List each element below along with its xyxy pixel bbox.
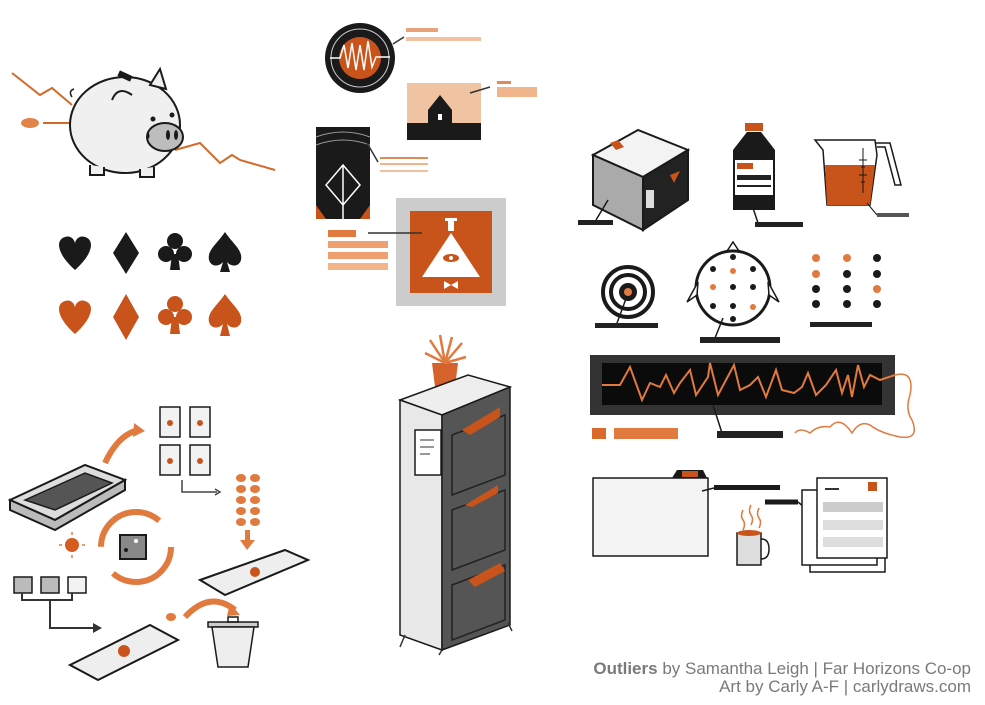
black-suits	[59, 232, 242, 274]
club-icon	[158, 233, 192, 270]
symbols-illustration	[300, 15, 550, 306]
folder-illustration	[590, 465, 780, 560]
sun-icon	[59, 532, 85, 558]
moon-icon	[186, 537, 196, 554]
diamond-icon	[113, 232, 139, 274]
four-cards-icon	[159, 406, 211, 476]
eye-pyramid-icon	[396, 198, 506, 306]
coffee-mug-illustration	[735, 504, 775, 570]
game-loop-illustration	[0, 395, 320, 685]
heart-icon	[59, 236, 91, 270]
spade-icon	[208, 232, 242, 272]
author-publisher: by Samantha Leigh | Far Horizons Co-op	[657, 659, 971, 678]
card-shoe-icon	[7, 463, 128, 532]
box-illustration	[578, 125, 693, 232]
moon-panel-icon	[315, 127, 371, 220]
documents-illustration	[765, 472, 895, 573]
club-icon	[158, 296, 192, 334]
bottle-illustration	[725, 120, 805, 230]
card-icon	[197, 548, 311, 597]
house-photo-icon	[407, 83, 481, 140]
signal-badge-icon	[325, 23, 395, 93]
falling-line-chart	[11, 72, 73, 106]
measuring-jug-illustration	[813, 135, 915, 230]
arrow-icon	[102, 427, 139, 465]
head-dots-illustration	[685, 240, 785, 345]
die-cycle-icon	[98, 509, 174, 585]
book-title: Outliers	[593, 659, 658, 678]
chip-stacks-icon	[236, 474, 260, 526]
dice-icon	[13, 576, 87, 594]
card-suits-illustration	[55, 232, 250, 342]
spade-icon	[208, 294, 242, 336]
piggy-bank-illustration	[0, 55, 290, 185]
waveform-monitor-illustration	[590, 355, 925, 445]
orange-suits	[59, 294, 242, 340]
credit-line-2: Art by Carly A-F | carlydraws.com	[719, 677, 971, 696]
heart-icon	[59, 300, 91, 334]
credit-line-1: Outliers by Samantha Leigh | Far Horizon…	[593, 660, 971, 678]
filing-cabinet-illustration	[390, 334, 525, 656]
target-illustration	[595, 260, 665, 335]
card-icon	[67, 623, 181, 682]
note-icon	[414, 429, 442, 476]
credit-caption: Outliers by Samantha Leigh | Far Horizon…	[593, 660, 971, 696]
trash-can-icon	[207, 616, 259, 668]
diamond-icon	[113, 294, 139, 340]
coin-icon	[21, 118, 39, 128]
dot-grid-illustration	[805, 250, 890, 330]
